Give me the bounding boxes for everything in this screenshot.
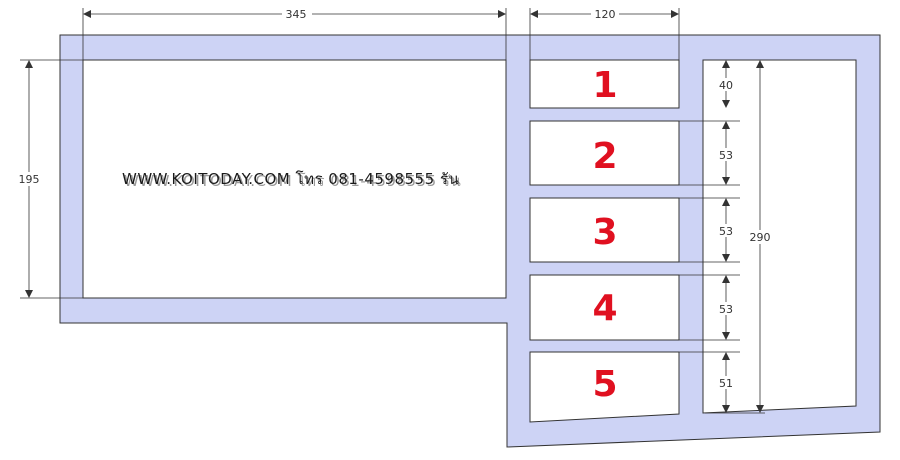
box-2-number: 2 bbox=[592, 136, 617, 177]
dim-box-width: 120 bbox=[595, 8, 616, 21]
box-2 bbox=[529, 120, 680, 186]
box-5-number: 5 bbox=[592, 364, 617, 405]
box-1 bbox=[529, 59, 680, 109]
box-1-number: 1 bbox=[592, 65, 617, 106]
box-5 bbox=[529, 351, 680, 423]
watermark-text: WWW.KOITODAY.COM โทร 081-4598555 รัน bbox=[122, 170, 459, 188]
box-3 bbox=[529, 197, 680, 263]
dim-d4: 53 bbox=[719, 303, 733, 316]
right-room bbox=[702, 59, 857, 414]
dim-big-width: 345 bbox=[286, 8, 307, 21]
box-4-number: 4 bbox=[592, 288, 617, 329]
box-4 bbox=[529, 274, 680, 341]
big-room bbox=[82, 59, 507, 299]
dim-d2: 53 bbox=[719, 149, 733, 162]
dim-big-height: 195 bbox=[19, 173, 40, 186]
dim-d1: 40 bbox=[719, 79, 733, 92]
dim-d5: 51 bbox=[719, 377, 733, 390]
dim-d3: 53 bbox=[719, 225, 733, 238]
dim-room-height: 290 bbox=[750, 231, 771, 244]
box-3-number: 3 bbox=[592, 212, 617, 253]
watermark-shadow: WWW.KOITODAY.COM โทร 081-4598555 รัน bbox=[124, 172, 461, 190]
